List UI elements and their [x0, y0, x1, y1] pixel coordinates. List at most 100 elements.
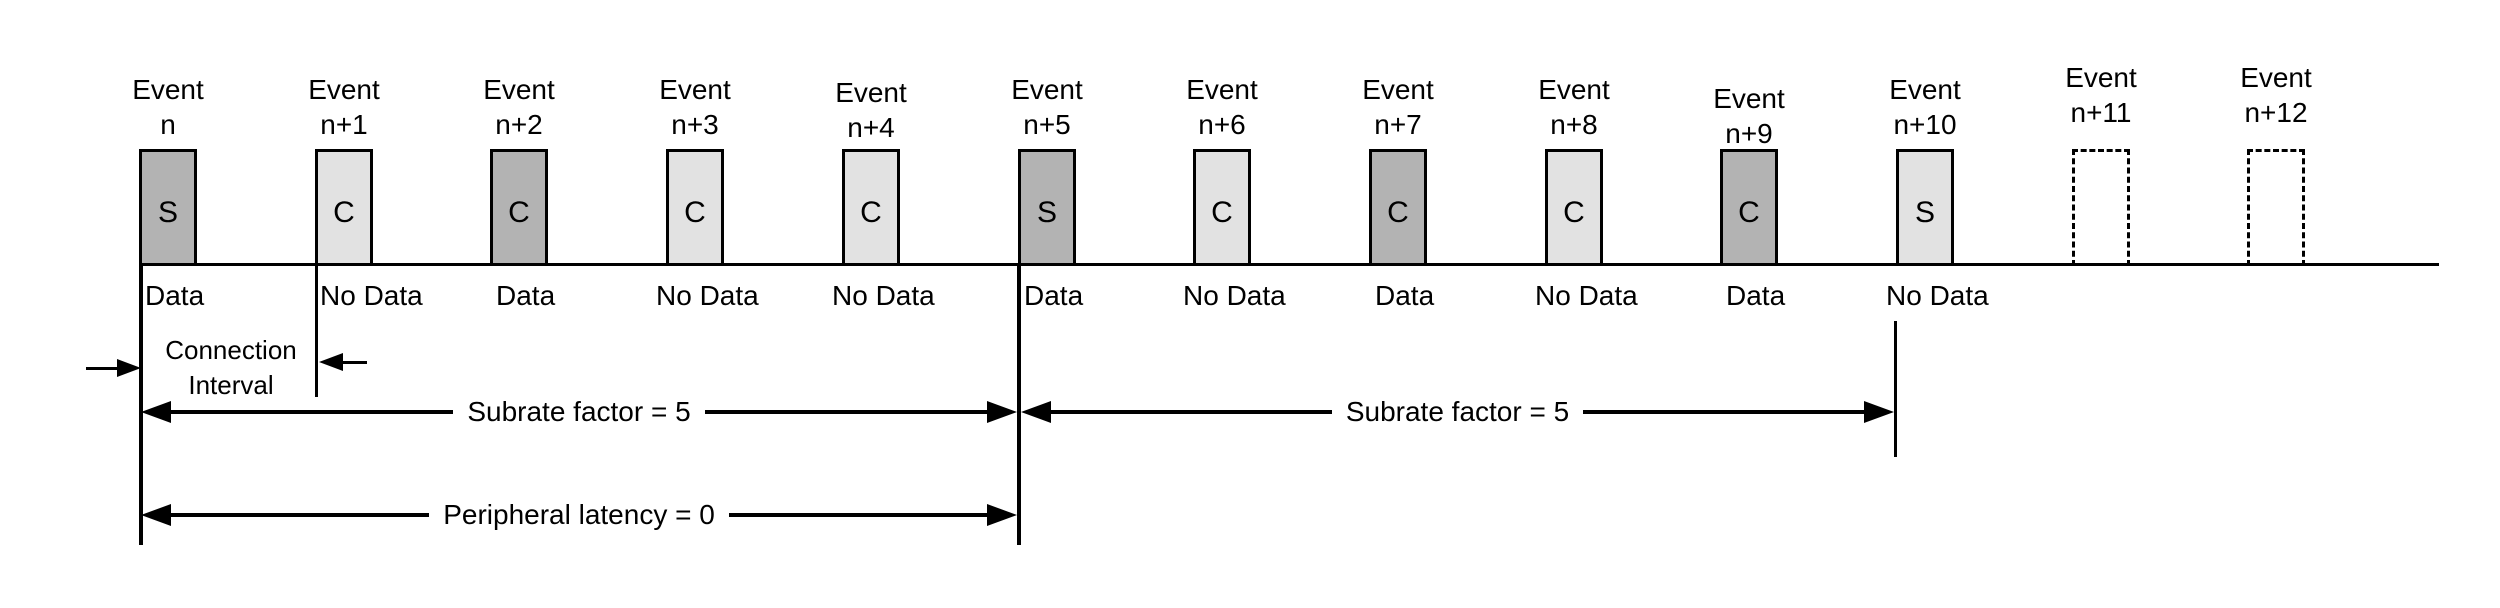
event-n1-label: Event n+1: [264, 72, 424, 142]
event-n8-label-line1: Event: [1538, 74, 1610, 105]
event-n9-marker: C: [1738, 195, 1760, 229]
event-n5-box: S: [1018, 149, 1076, 266]
event-n-box: S: [139, 149, 197, 266]
event-n11-box: [2072, 149, 2130, 266]
peripheral-latency-label: Peripheral latency = 0: [443, 499, 715, 530]
event-n7-data-label: Data: [1375, 280, 1435, 311]
event-n1-label-line2: n+1: [320, 109, 368, 140]
event-n6-data-label: No Data: [1183, 280, 1286, 311]
event-n1-marker: C: [333, 195, 355, 229]
event-n5-data-label: Data: [1024, 280, 1084, 311]
event-n6-label-line1: Event: [1186, 74, 1258, 105]
event-n1-box: C: [315, 149, 373, 266]
event-n8-marker: C: [1563, 195, 1585, 229]
subrate-factor-label-left: Subrate factor = 5: [467, 396, 691, 427]
event-n10-label: Event n+10: [1845, 72, 2005, 142]
event-n-label-line1: Event: [132, 74, 204, 105]
connection-interval-label-line2: Interval: [188, 370, 274, 400]
arrow-line: [86, 366, 117, 370]
timeline-axis: [139, 263, 2439, 266]
arrow-line: [1583, 410, 1865, 414]
event-n5-marker: S: [1036, 195, 1057, 229]
arrowhead-left-icon: [1021, 401, 1051, 423]
event-n6-box: C: [1193, 149, 1251, 266]
event-n3-marker: C: [684, 195, 706, 229]
event-n2-label-line2: n+2: [495, 109, 543, 140]
event-n1-data-label: No Data: [320, 280, 423, 311]
arrow-line: [171, 410, 454, 414]
event-n10-label-line2: n+10: [1893, 109, 1957, 140]
arrowhead-right-icon: [1864, 401, 1895, 423]
connection-interval-label: Connection Interval: [146, 333, 316, 403]
event-n2-data-label: Data: [496, 280, 556, 311]
event-n9-data-label: Data: [1726, 280, 1786, 311]
event-n8-box: C: [1545, 149, 1603, 266]
event-n7-label: Event n+7: [1318, 72, 1478, 142]
event-n7-marker: C: [1387, 195, 1409, 229]
event-n10-label-line1: Event: [1889, 74, 1961, 105]
arrowhead-right-icon: [987, 401, 1018, 423]
event-n3-box: C: [666, 149, 724, 266]
arrow-line: [343, 360, 367, 364]
subrate-factor-label-right: Subrate factor = 5: [1345, 396, 1570, 427]
event-n4-label-line1: Event: [835, 77, 907, 108]
event-n5-label-line2: n+5: [1023, 109, 1071, 140]
event-n7-label-line1: Event: [1362, 74, 1434, 105]
subrate-factor-arrow-left-span: Subrate factor = 5: [141, 396, 1018, 427]
arrowhead-right-icon: [117, 359, 141, 377]
event-n10-marker: S: [1914, 195, 1935, 229]
event-n9-label-line1: Event: [1713, 83, 1785, 114]
arrowhead-left-icon: [141, 504, 171, 526]
event-n1-label-line1: Event: [308, 74, 380, 105]
event-n2-label-line1: Event: [483, 74, 555, 105]
event-n5-label-line1: Event: [1011, 74, 1083, 105]
event-n6-marker: C: [1211, 195, 1233, 229]
event-n3-data-label: No Data: [656, 280, 759, 311]
arrowhead-right-icon: [987, 504, 1018, 526]
ref-line-event-n1: [315, 263, 318, 397]
event-n-data-label: Data: [145, 280, 205, 311]
event-n3-label-line1: Event: [659, 74, 731, 105]
event-n11-label-line1: Event: [2065, 62, 2137, 93]
event-n8-data-label: No Data: [1535, 280, 1638, 311]
arrow-line: [1051, 410, 1332, 414]
arrowhead-left-icon: [141, 401, 171, 423]
event-n3-label-line2: n+3: [671, 109, 719, 140]
event-n4-data-label: No Data: [832, 280, 935, 311]
peripheral-latency-arrow: Peripheral latency = 0: [141, 499, 1018, 530]
subrate-factor-arrow-right-span: Subrate factor = 5: [1021, 396, 1895, 427]
event-n12-label-line2: n+12: [2244, 97, 2308, 128]
event-n9-box: C: [1720, 149, 1778, 266]
connection-interval-label-line1: Connection: [165, 335, 297, 365]
event-n4-label-line2: n+4: [847, 112, 895, 143]
ref-line-event-n5: [1017, 263, 1021, 545]
event-n4-marker: C: [860, 195, 882, 229]
arrow-line: [728, 513, 988, 517]
event-n5-label: Event n+5: [967, 72, 1127, 142]
event-n3-label: Event n+3: [615, 72, 775, 142]
event-n2-marker: C: [508, 195, 530, 229]
event-n11-label: Event n+11: [2021, 60, 2181, 130]
event-n4-label: Event n+4: [791, 75, 951, 145]
arrowhead-left-icon: [319, 353, 343, 371]
arrow-line: [171, 513, 430, 517]
event-n9-label: Event n+9: [1669, 81, 1829, 151]
event-n4-box: C: [842, 149, 900, 266]
ref-tick-event-n10: [1894, 321, 1897, 457]
event-n11-label-line2: n+11: [2070, 97, 2132, 128]
event-n10-box: S: [1896, 149, 1954, 266]
event-n7-label-line2: n+7: [1374, 109, 1422, 140]
connection-interval-arrow-left: [86, 357, 141, 379]
event-n-marker: S: [157, 195, 178, 229]
event-n9-label-line2: n+9: [1725, 118, 1773, 149]
arrow-line: [704, 410, 988, 414]
event-n7-box: C: [1369, 149, 1427, 266]
event-n12-box: [2247, 149, 2305, 266]
event-n2-box: C: [490, 149, 548, 266]
connection-interval-arrow-right: [319, 351, 367, 373]
